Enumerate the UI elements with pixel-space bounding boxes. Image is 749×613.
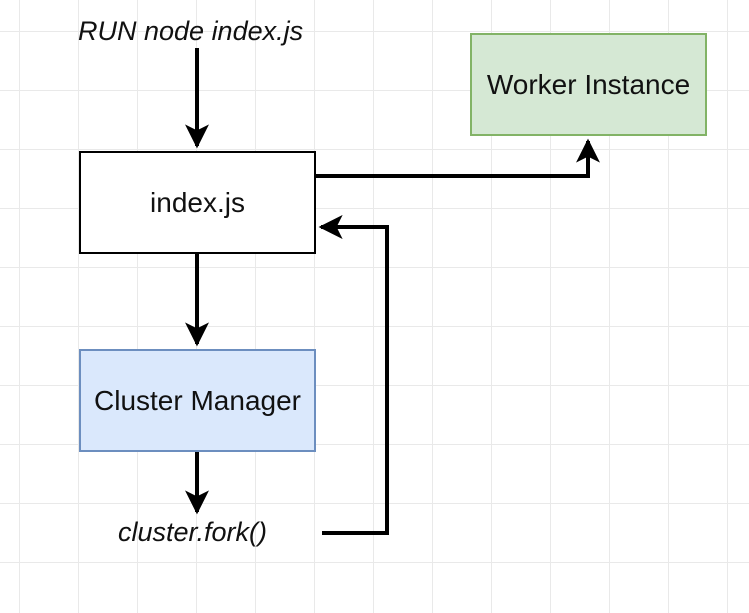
run-command-label: RUN node index.js xyxy=(78,16,304,46)
cluster-manager-node[interactable]: Cluster Manager xyxy=(79,349,316,452)
edge-index-to-worker-instance xyxy=(316,138,600,178)
worker-instance-node[interactable]: Worker Instance xyxy=(470,33,707,136)
index-js-node[interactable]: index.js xyxy=(79,151,316,254)
cluster-fork-label: cluster.fork() xyxy=(118,517,268,547)
edge-fork-to-index xyxy=(318,215,389,535)
